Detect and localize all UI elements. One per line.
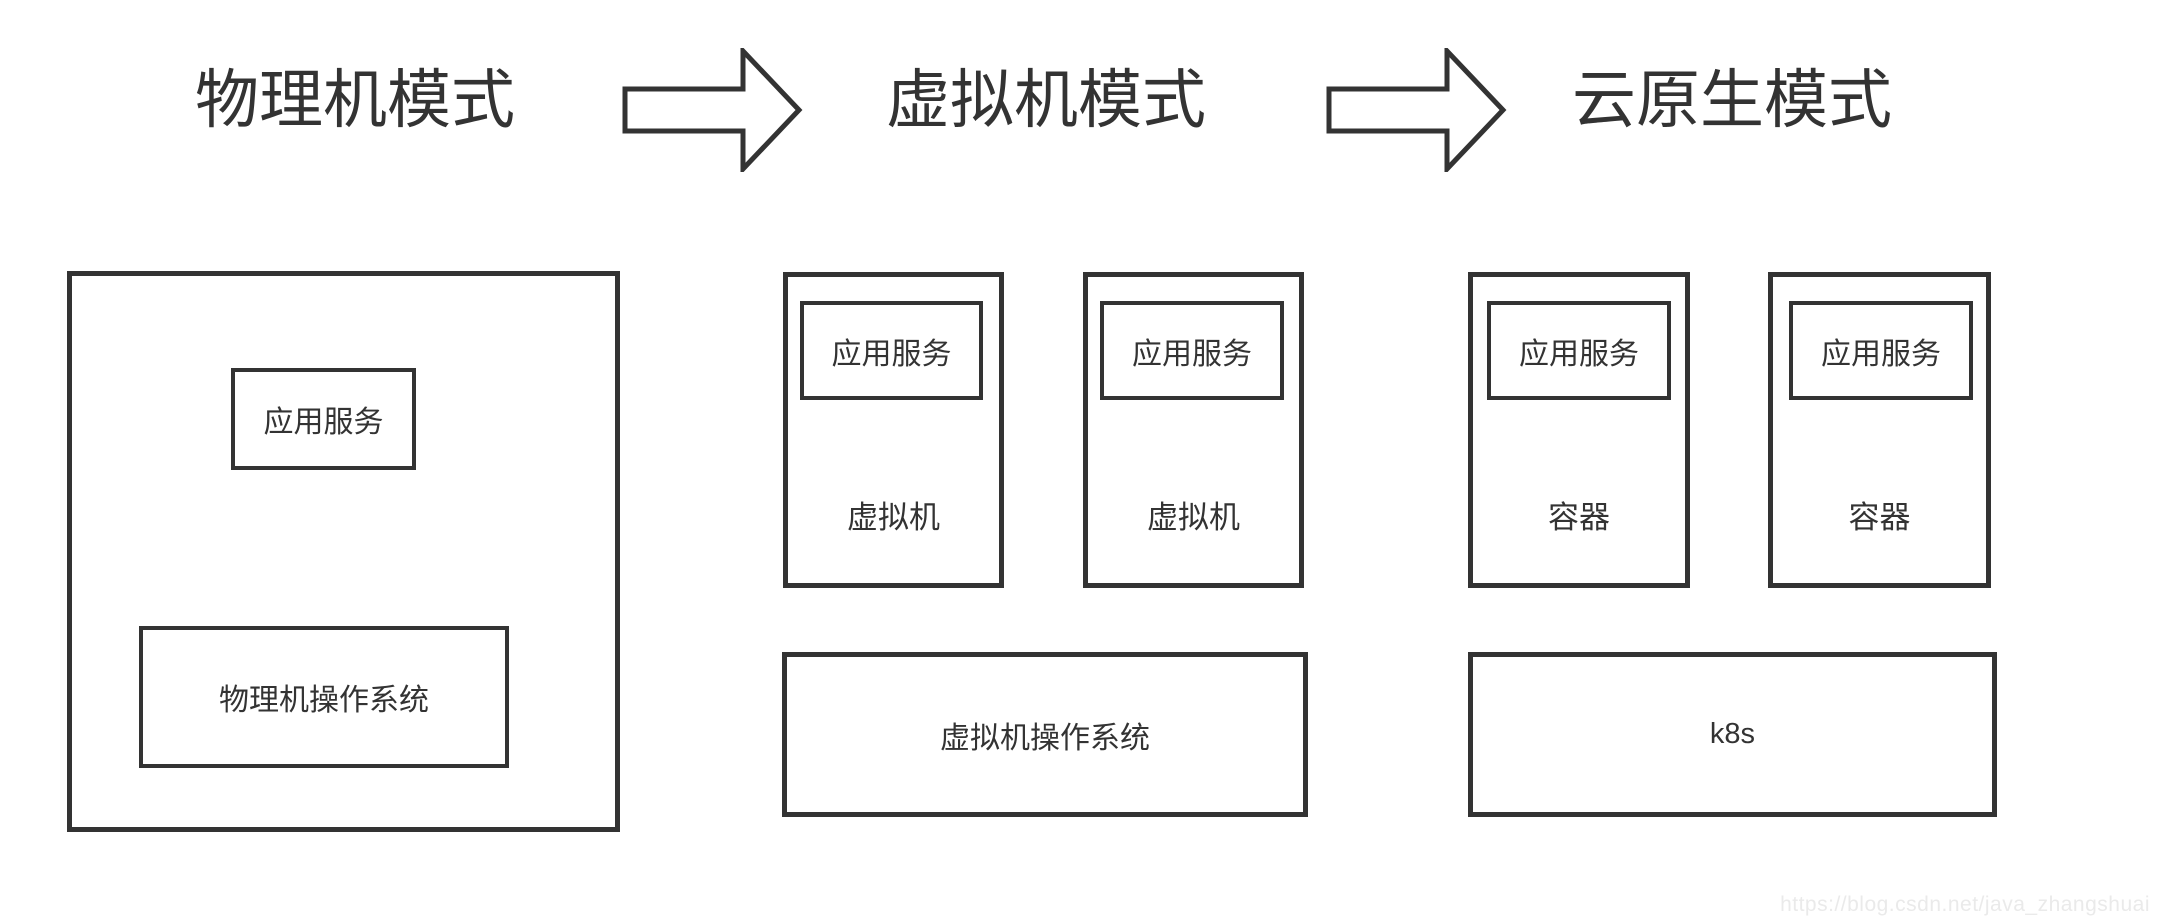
app-service-box: 应用服务	[1487, 301, 1671, 400]
vm-os-box: 虚拟机操作系统	[782, 652, 1308, 817]
arrow-right-icon	[1326, 48, 1507, 172]
app-service-label: 应用服务	[1519, 337, 1639, 371]
k8s-label: k8s	[1709, 718, 1756, 750]
app-service-label: 应用服务	[1821, 337, 1941, 371]
app-service-label: 应用服务	[1132, 337, 1252, 371]
app-service-box: 应用服务	[1789, 301, 1973, 400]
arrow-right-icon	[622, 48, 803, 172]
physical-os-label: 物理机操作系统	[219, 684, 429, 717]
stage-title-physical: 物理机模式	[195, 64, 515, 136]
k8s-box: k8s	[1468, 652, 1997, 817]
stage-title-virtual: 虚拟机模式	[886, 64, 1206, 136]
app-service-box: 应用服务	[800, 301, 983, 400]
vm-os-label: 虚拟机操作系统	[940, 721, 1150, 755]
app-service-label: 应用服务	[831, 337, 952, 371]
container-label: 容器	[1848, 500, 1911, 535]
app-service-box: 应用服务	[1100, 301, 1284, 400]
vm-label: 虚拟机	[847, 500, 940, 535]
app-service-box: 应用服务	[231, 368, 416, 470]
physical-os-box: 物理机操作系统	[139, 626, 509, 768]
stage-title-cloud-native: 云原生模式	[1572, 64, 1892, 136]
container-label: 容器	[1548, 500, 1610, 535]
app-service-label: 应用服务	[263, 406, 384, 439]
watermark: https://blog.csdn.net/java_zhangshuai	[1780, 893, 2150, 916]
vm-label: 虚拟机	[1147, 500, 1240, 535]
